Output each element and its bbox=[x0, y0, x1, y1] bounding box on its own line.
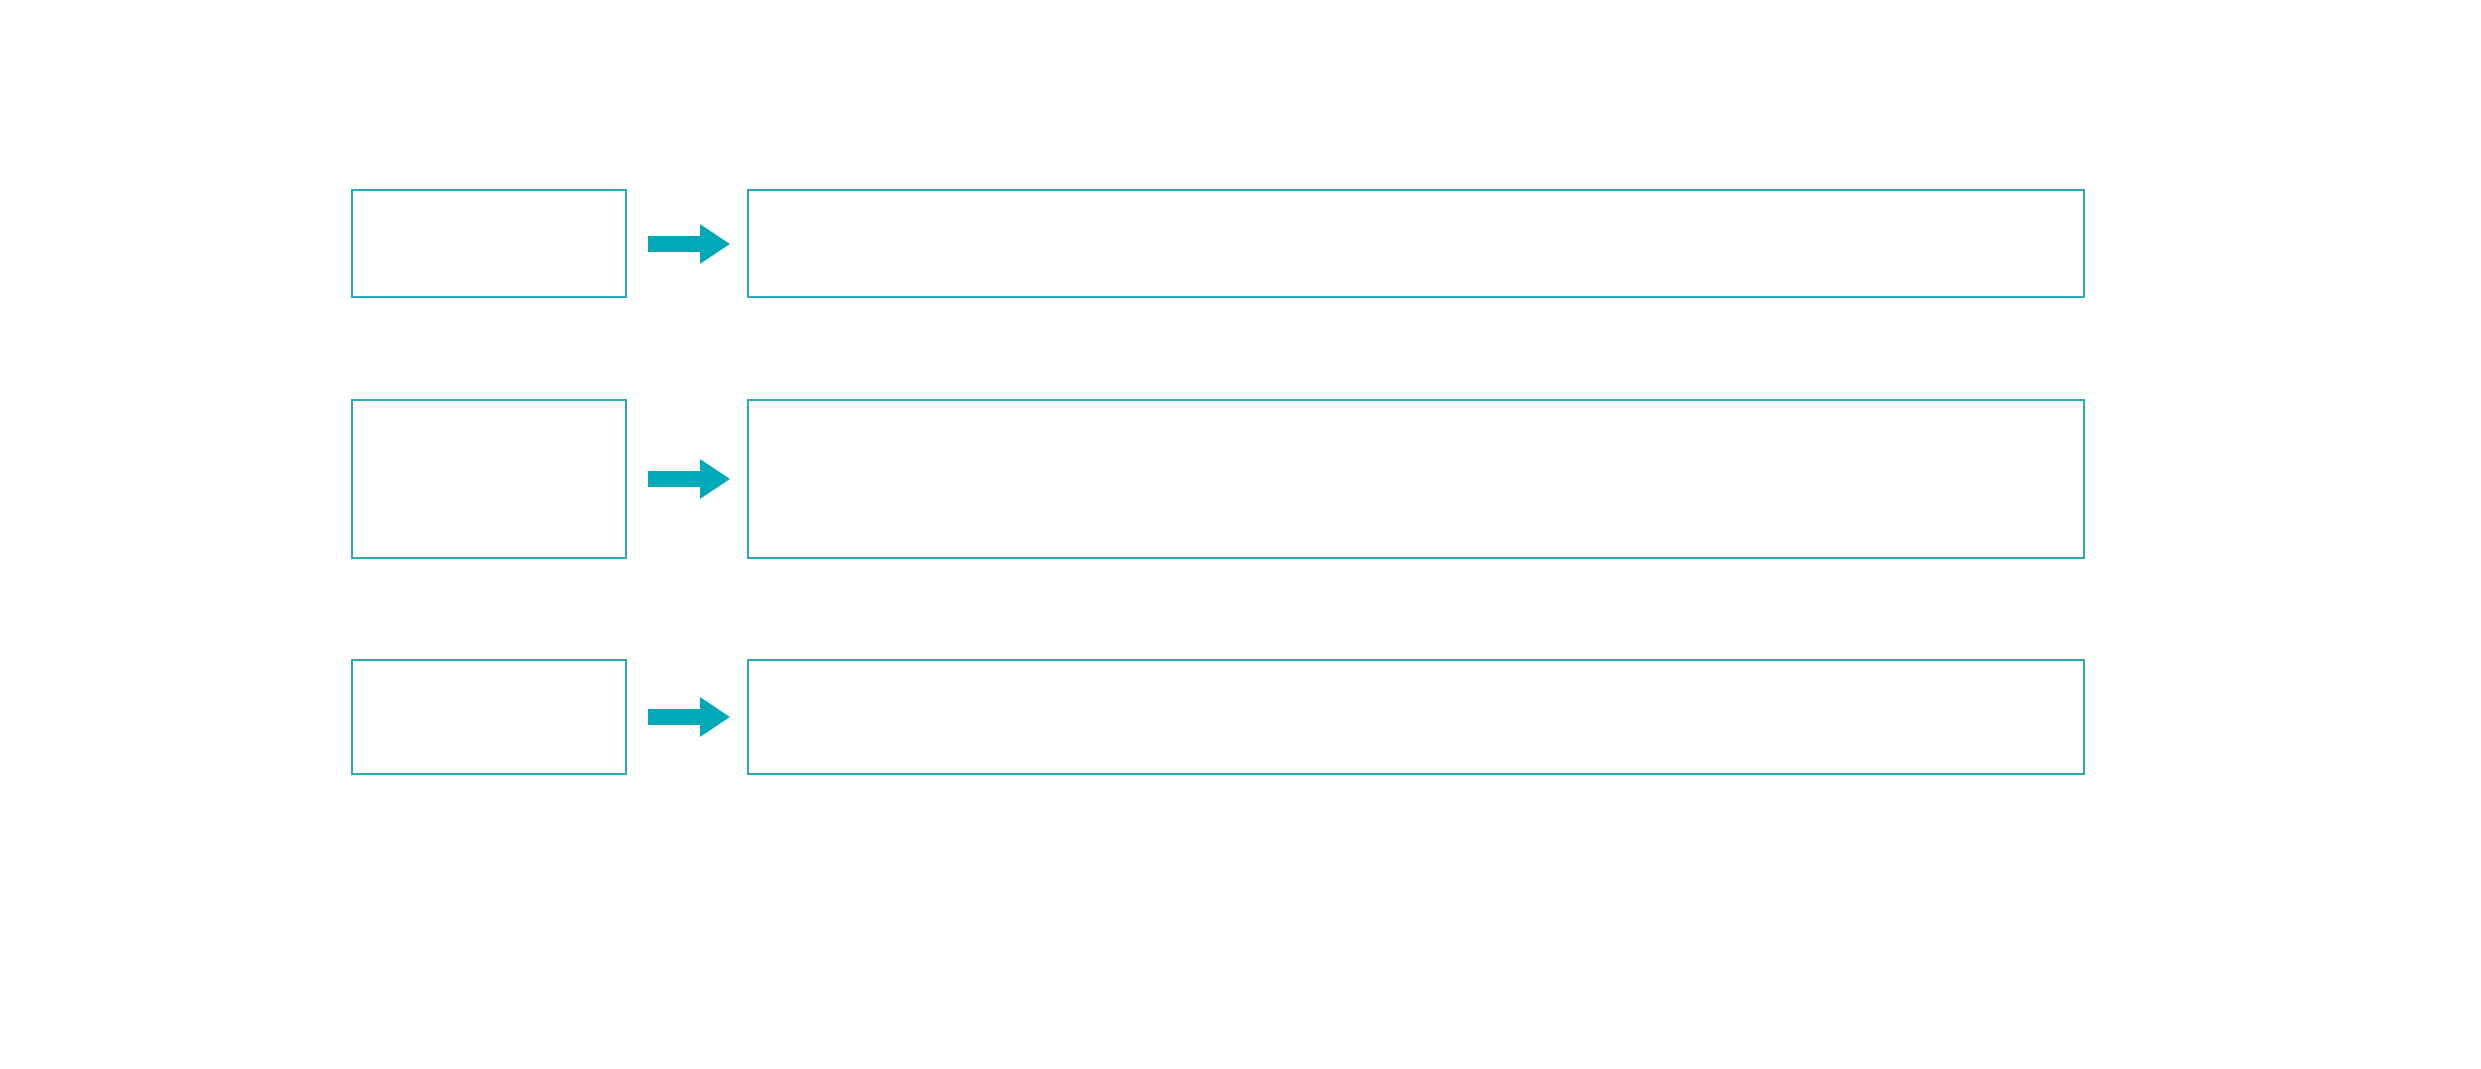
left-box bbox=[351, 189, 627, 298]
diagram-row bbox=[0, 189, 2481, 298]
right-box bbox=[747, 189, 2085, 298]
diagram-row bbox=[0, 399, 2481, 559]
right-arrow-icon bbox=[648, 697, 730, 737]
right-box bbox=[747, 659, 2085, 775]
diagram-row bbox=[0, 659, 2481, 775]
right-arrow-icon bbox=[648, 223, 730, 264]
left-box bbox=[351, 399, 627, 559]
left-box bbox=[351, 659, 627, 775]
right-arrow-icon bbox=[648, 459, 730, 499]
right-box bbox=[747, 399, 2085, 559]
